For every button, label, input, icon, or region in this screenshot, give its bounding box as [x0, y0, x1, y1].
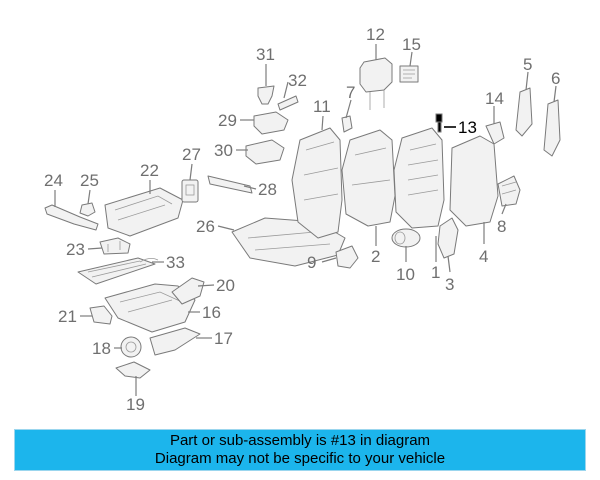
part-29-switch-unit	[253, 111, 289, 135]
callout-8: 8	[497, 217, 506, 236]
callout-28: 28	[258, 180, 277, 199]
part-16-seat-frame	[104, 283, 196, 333]
part-30-control-module	[245, 139, 285, 165]
part-5-trim	[515, 87, 533, 137]
callout-12: 12	[366, 25, 385, 44]
callout-7: 7	[346, 83, 355, 102]
part-24-side-rail	[44, 204, 99, 231]
part-3-side-panel	[437, 217, 459, 259]
callout-5: 5	[523, 55, 532, 74]
part-11-backrest-cover	[291, 127, 343, 239]
callout-15: 15	[402, 35, 421, 54]
callout-3: 3	[445, 275, 454, 294]
callout-24: 24	[44, 171, 63, 190]
callout-6: 6	[551, 69, 560, 88]
callout-25: 25	[80, 171, 99, 190]
callout-17: 17	[214, 329, 233, 348]
callout-16: 16	[202, 303, 221, 322]
part-17-side-cover	[149, 327, 201, 356]
part-33-heating-mat	[77, 257, 159, 285]
info-banner: Part or sub-assembly is #13 in diagram D…	[14, 429, 586, 471]
parts-diagram: 1 2 3 4 5 6 7 8 9 10 11 12 13 14 15 16 1…	[44, 25, 561, 414]
part-15-label	[399, 65, 419, 83]
callout-19: 19	[126, 395, 145, 414]
callout-9: 9	[307, 253, 316, 272]
part-20-side-trim	[171, 277, 205, 305]
callout-22: 22	[140, 161, 159, 180]
callout-2: 2	[371, 247, 380, 266]
part-21-bracket	[89, 305, 113, 325]
part-4-rear-panel	[449, 135, 499, 227]
part-2-backrest-foam	[341, 129, 396, 227]
part-25-clip	[79, 202, 96, 217]
callout-33: 33	[166, 253, 185, 272]
callout-labels: 1 2 3 4 5 6 7 8 9 10 11 12 13 14 15 16 1…	[44, 25, 560, 414]
part-13-bolt	[435, 113, 443, 133]
part-19-lever	[115, 361, 151, 379]
callout-26: 26	[196, 217, 215, 236]
callout-4: 4	[479, 247, 488, 266]
callout-13: 13	[458, 118, 477, 137]
callout-31: 31	[256, 45, 275, 64]
callout-14: 14	[485, 89, 504, 108]
callout-20: 20	[216, 276, 235, 295]
leader-lines	[54, 44, 557, 396]
callout-23: 23	[66, 240, 85, 259]
part-7-clip	[341, 115, 353, 133]
part-23-bracket	[99, 237, 131, 255]
callout-32: 32	[288, 71, 307, 90]
part-10-motor	[391, 228, 421, 248]
part-32-pin	[277, 95, 299, 111]
callout-21: 21	[58, 307, 77, 326]
callout-11: 11	[313, 97, 331, 116]
part-9-bracket	[335, 245, 359, 269]
callout-30: 30	[214, 141, 233, 160]
part-6-trim	[543, 99, 561, 157]
part-27-switch	[181, 179, 199, 203]
callout-18: 18	[92, 339, 111, 358]
callout-29: 29	[218, 111, 237, 130]
part-12-headrest	[359, 57, 393, 110]
part-28-trim-strip	[207, 175, 253, 194]
part-8-lumbar	[497, 175, 521, 207]
part-18-knob	[120, 336, 142, 358]
part-22-seat-cushion	[104, 187, 184, 237]
callout-10: 10	[396, 265, 415, 284]
banner-line-2: Diagram may not be specific to your vehi…	[154, 450, 446, 467]
banner-line-1: Part or sub-assembly is #13 in diagram	[169, 432, 431, 449]
callout-27: 27	[182, 145, 201, 164]
callout-1: 1	[431, 263, 440, 282]
part-31-knob	[257, 85, 275, 105]
part-14-bracket	[485, 121, 505, 145]
part-1-backrest-frame	[393, 127, 445, 229]
